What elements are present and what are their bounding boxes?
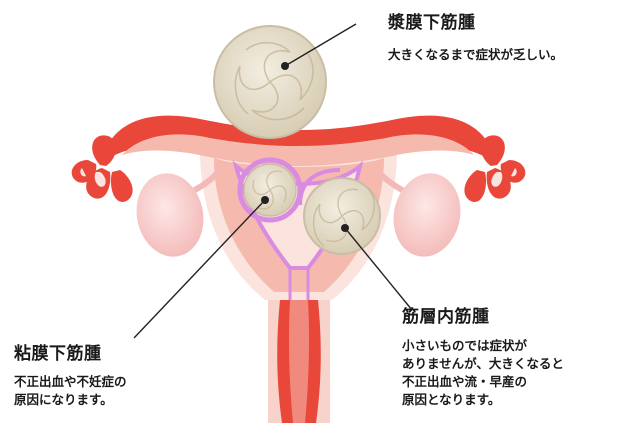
cervix-vagina (268, 300, 330, 423)
fibroid-submucosal (240, 160, 300, 220)
subserosal-desc-line: 大きくなるまで症状が乏しい。 (388, 46, 563, 64)
submucosal-description: 不正出血や不妊症の 原因になります。 (14, 373, 127, 409)
intramural-title: 筋層内筋腫 (402, 302, 564, 327)
ovary-right (386, 167, 468, 263)
submucosal-title: 粘膜下筋腫 (14, 339, 127, 364)
submucosal-desc-line: 原因になります。 (14, 391, 127, 409)
intramural-description: 小さいものでは症状が ありませんが、大きくなると 不正出血や流・早産の 原因とな… (402, 337, 564, 409)
ovary-left (129, 167, 211, 263)
subserosal-description: 大きくなるまで症状が乏しい。 (388, 46, 563, 64)
intramural-desc-line: ありませんが、大きくなると (402, 355, 564, 373)
subserosal-title: 漿膜下筋腫 (388, 8, 563, 33)
marker-subserosal (281, 62, 289, 70)
label-subserosal-fibroid: 漿膜下筋腫 大きくなるまで症状が乏しい。 (388, 8, 563, 64)
intramural-desc-line: 小さいものでは症状が (402, 337, 564, 355)
fibroid-subserosal (214, 26, 326, 138)
label-submucosal-fibroid: 粘膜下筋腫 不正出血や不妊症の 原因になります。 (14, 339, 127, 409)
submucosal-desc-line: 不正出血や不妊症の (14, 373, 127, 391)
intramural-desc-line: 原因となります。 (402, 391, 564, 409)
marker-intramural (341, 224, 349, 232)
intramural-desc-line: 不正出血や流・早産の (402, 373, 564, 391)
marker-submucosal (261, 196, 269, 204)
label-intramural-fibroid: 筋層内筋腫 小さいものでは症状が ありませんが、大きくなると 不正出血や流・早産… (402, 302, 564, 409)
